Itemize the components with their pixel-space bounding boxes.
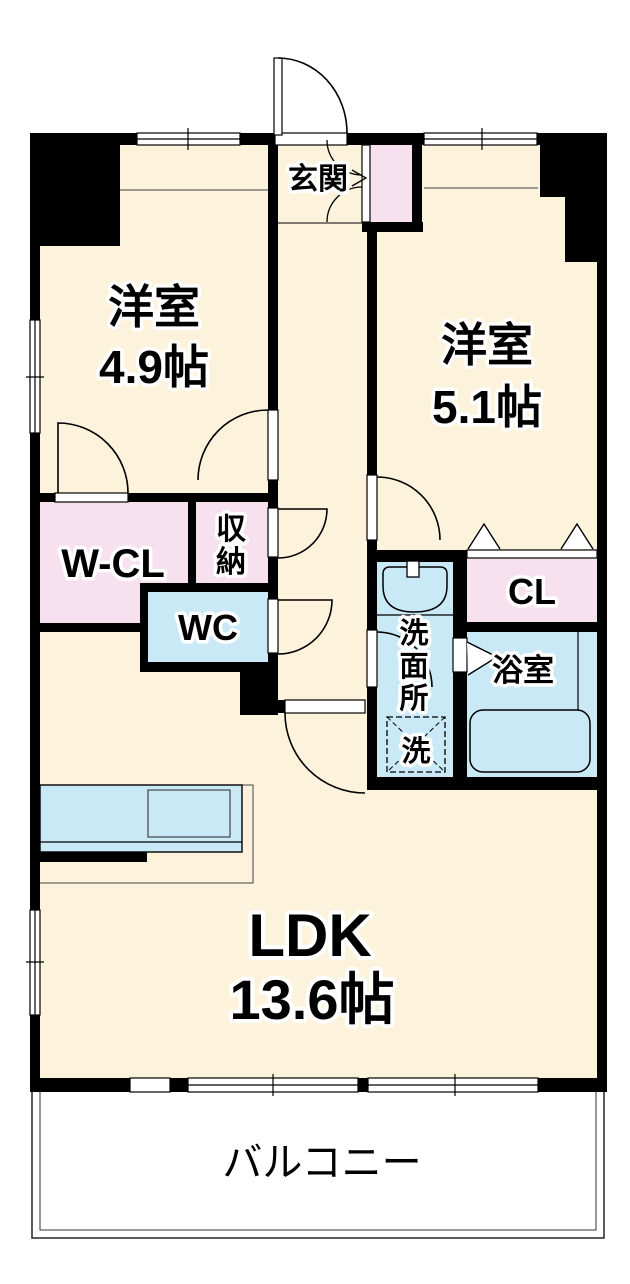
kitchen-counter-icon	[39, 784, 254, 884]
door-swings	[57, 57, 594, 794]
door-opening	[366, 629, 378, 688]
wall-segment	[362, 222, 423, 232]
door-swing-arc	[197, 409, 269, 481]
entrance-cabinet-area	[370, 145, 412, 222]
bedroom1-label: 洋室	[108, 281, 200, 333]
door-opening	[54, 492, 129, 503]
door-opening	[366, 474, 378, 541]
door-swing-arc	[57, 422, 129, 494]
wall-segment	[140, 583, 278, 592]
wall-segment	[30, 623, 148, 632]
balcony-label: バルコニー	[222, 1141, 421, 1185]
closet-label: CL	[508, 571, 556, 612]
closet-sliding-door	[466, 549, 598, 559]
walk-in-closet-label: W-CL	[61, 542, 165, 586]
washroom-label-char1: 洗	[399, 617, 428, 650]
bath-door-opening	[452, 637, 468, 673]
cabinet-sliding-door	[361, 144, 371, 223]
wall-segment	[278, 700, 288, 713]
bedroom2-label: 洋室	[441, 319, 533, 371]
bathroom-label: 浴室	[492, 653, 554, 688]
entrance-door-leaf	[273, 57, 283, 136]
washroom-label-char2: 面	[399, 651, 428, 683]
wall-segment	[597, 133, 607, 1092]
wall-segment	[140, 662, 278, 672]
wall-segment	[30, 133, 40, 1092]
door-swing-arc	[326, 139, 363, 176]
bath-folding-door-marker	[466, 641, 499, 676]
room-washroom-area	[377, 562, 453, 777]
room-storage-area	[195, 502, 268, 583]
wall-segment	[30, 493, 278, 502]
wall-segment	[377, 550, 453, 562]
bedroom1-size: 4.9帖	[99, 341, 209, 393]
door-swing-arc	[277, 57, 348, 134]
storage-label-char1: 収	[216, 513, 247, 546]
bathtub-icon	[469, 709, 591, 773]
door-opening	[267, 598, 279, 654]
labels: 玄関 洋室 4.9帖 洋室 5.1帖 W-CL 収 納 WC 洗 面 所 洗 C…	[58, 159, 560, 1188]
room-toilet-area	[148, 592, 268, 662]
door-opening	[267, 507, 279, 558]
pillar	[565, 197, 607, 262]
wall-segment	[367, 777, 607, 790]
wall-segment	[453, 622, 607, 632]
door-swing-arc	[376, 476, 441, 541]
door-opening	[284, 699, 366, 714]
door-swing-arc	[326, 186, 363, 223]
door-opening	[267, 409, 279, 481]
door-swing-arc	[277, 599, 333, 655]
pillar	[540, 133, 607, 197]
door-direction-arrow	[351, 169, 368, 187]
wall-segment	[40, 852, 147, 862]
entrance-label: 玄関	[288, 162, 348, 196]
washroom-label-char3: 所	[399, 682, 428, 715]
wall-segment	[412, 145, 422, 222]
door-swing-arc	[284, 712, 366, 794]
storage-label-char2: 納	[216, 546, 246, 579]
ldk-size: 13.6帖	[230, 968, 395, 1031]
washbasin-icon	[377, 560, 453, 616]
fixtures	[377, 560, 591, 773]
door-openings	[54, 57, 598, 714]
door-swing-arc	[376, 631, 433, 688]
ldk-label: LDK	[248, 902, 371, 969]
closet-door-marker	[560, 522, 594, 550]
windows	[26, 128, 539, 1096]
closet-door-marker	[467, 522, 501, 550]
washing-machine-icon	[386, 716, 446, 773]
room-walk-in-closet-area	[38, 502, 188, 623]
pillar	[30, 133, 120, 246]
toilet-label: WC	[178, 607, 238, 648]
door-swing-arc	[277, 508, 328, 559]
wall-segment	[140, 592, 148, 662]
window	[129, 1077, 171, 1093]
bedroom2-size: 5.1帖	[432, 381, 542, 433]
wall-segment	[188, 502, 196, 583]
washer-label: 洗	[401, 735, 430, 768]
beam-lines	[120, 187, 538, 224]
room-closet-area	[467, 558, 597, 622]
kitchen-sink-icon	[147, 789, 231, 838]
entrance-door-opening	[274, 132, 348, 146]
pillar	[240, 662, 278, 715]
balcony-area	[31, 1089, 605, 1239]
